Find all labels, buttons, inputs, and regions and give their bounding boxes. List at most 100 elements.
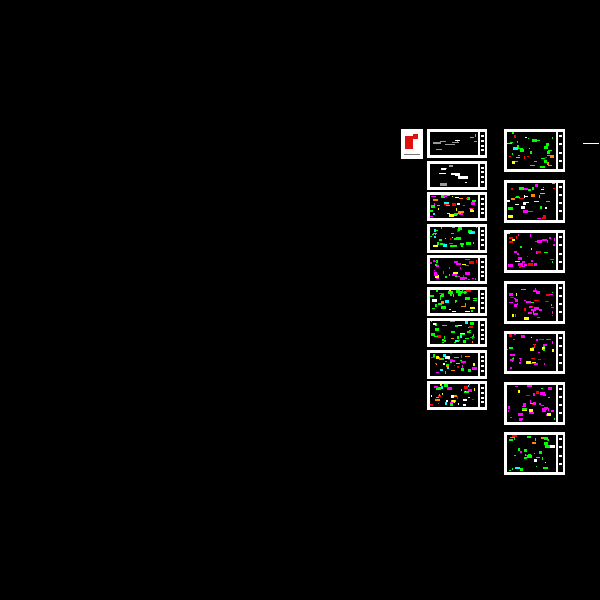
sheet-right-6[interactable] <box>504 381 565 425</box>
drawing-mark <box>430 404 433 406</box>
drawing-mark <box>471 309 473 312</box>
drawing-mark <box>462 264 466 265</box>
drawing-mark <box>524 316 529 320</box>
drawing-mark <box>509 334 512 337</box>
drawing-mark <box>551 409 554 412</box>
drawing-mark <box>448 358 453 360</box>
sheet-left-7[interactable] <box>427 318 487 347</box>
drawing-mark <box>527 156 529 157</box>
drawing-mark <box>527 256 528 257</box>
drawing-mark <box>442 325 447 326</box>
drawing-mark <box>544 160 547 163</box>
drawing-mark <box>528 138 529 139</box>
drawing-mark <box>440 182 447 186</box>
drawing-mark <box>543 467 548 469</box>
drawing-mark <box>542 347 545 350</box>
drawing-mark <box>465 338 469 339</box>
drawing-mark <box>452 203 456 206</box>
drawing-mark <box>430 210 433 212</box>
drawing-mark <box>452 142 459 143</box>
sheet-left-4[interactable] <box>427 223 487 253</box>
drawing-mark <box>440 368 443 371</box>
drawing-mark <box>445 237 446 239</box>
drawing-mark <box>458 340 460 341</box>
sheet-right-1[interactable] <box>504 129 565 172</box>
sheet-plan-area <box>507 283 556 321</box>
drawing-mark <box>434 386 438 388</box>
sheet-right-2[interactable] <box>504 179 565 223</box>
drawing-mark <box>512 313 514 317</box>
sheet-left-3[interactable] <box>427 192 487 221</box>
title-block <box>557 435 563 472</box>
drawing-mark <box>465 355 470 357</box>
drawing-mark <box>536 290 540 294</box>
drawing-mark <box>470 332 471 333</box>
title-block <box>479 321 485 344</box>
drawing-mark <box>469 326 473 328</box>
drawing-mark <box>435 362 437 364</box>
sheet-right-4[interactable] <box>504 280 565 324</box>
drawing-mark <box>452 226 455 228</box>
drawing-mark <box>543 214 546 217</box>
drawing-mark <box>447 387 452 390</box>
drawing-mark <box>540 192 545 194</box>
sheet-left-9[interactable] <box>427 381 487 410</box>
drawing-mark <box>535 241 538 242</box>
drawing-mark <box>432 307 435 309</box>
drawing-mark <box>449 164 453 167</box>
drawing-mark <box>529 305 532 308</box>
drawing-mark <box>446 167 447 169</box>
drawing-mark <box>433 232 437 234</box>
drawing-mark <box>445 370 446 374</box>
drawing-mark <box>552 349 554 352</box>
drawing-mark <box>433 142 441 144</box>
drawing-mark <box>509 156 511 157</box>
drawing-mark <box>518 263 523 266</box>
drawing-mark <box>454 342 456 343</box>
sheet-left-6[interactable] <box>427 286 487 316</box>
drawing-mark <box>439 394 440 396</box>
sheet-left-1[interactable] <box>427 129 487 158</box>
drawing-mark <box>445 402 447 405</box>
drawing-mark <box>437 335 441 338</box>
sheet-left-5[interactable] <box>427 255 487 284</box>
drawing-mark <box>458 211 461 214</box>
drawing-mark <box>454 364 455 366</box>
drawing-mark <box>545 300 549 302</box>
drawing-mark <box>529 301 534 303</box>
drawing-mark <box>438 403 439 404</box>
drawing-mark <box>456 236 461 240</box>
drawing-mark <box>434 272 437 274</box>
cover-sheet[interactable] <box>401 129 423 159</box>
sheet-right-5[interactable] <box>504 331 565 374</box>
drawing-mark <box>452 274 457 276</box>
drawing-mark <box>472 341 473 343</box>
drawing-mark <box>447 365 449 369</box>
drawing-mark <box>532 139 537 142</box>
drawing-mark <box>537 251 541 253</box>
sheet-left-2[interactable] <box>427 160 487 190</box>
title-block <box>557 182 563 220</box>
sheet-left-8[interactable] <box>427 349 487 379</box>
title-block <box>479 352 485 376</box>
drawing-mark <box>435 275 439 278</box>
drawing-mark <box>465 265 469 266</box>
drawing-mark <box>522 405 526 407</box>
sheet-right-7[interactable] <box>504 432 565 475</box>
sheet-plan-area <box>430 226 478 250</box>
drawing-mark <box>509 470 511 471</box>
drawing-mark <box>534 363 538 365</box>
drawing-mark <box>434 228 436 232</box>
drawing-mark <box>441 305 446 309</box>
drawing-mark <box>430 262 432 264</box>
drawing-mark <box>527 455 532 458</box>
drawing-mark <box>451 232 454 234</box>
drawing-mark <box>534 161 537 162</box>
drawing-mark <box>438 208 439 210</box>
drawing-mark <box>460 277 465 280</box>
sheet-right-3[interactable] <box>504 230 565 273</box>
drawing-mark <box>434 235 436 238</box>
drawing-mark <box>526 394 530 396</box>
drawing-mark <box>469 330 471 331</box>
